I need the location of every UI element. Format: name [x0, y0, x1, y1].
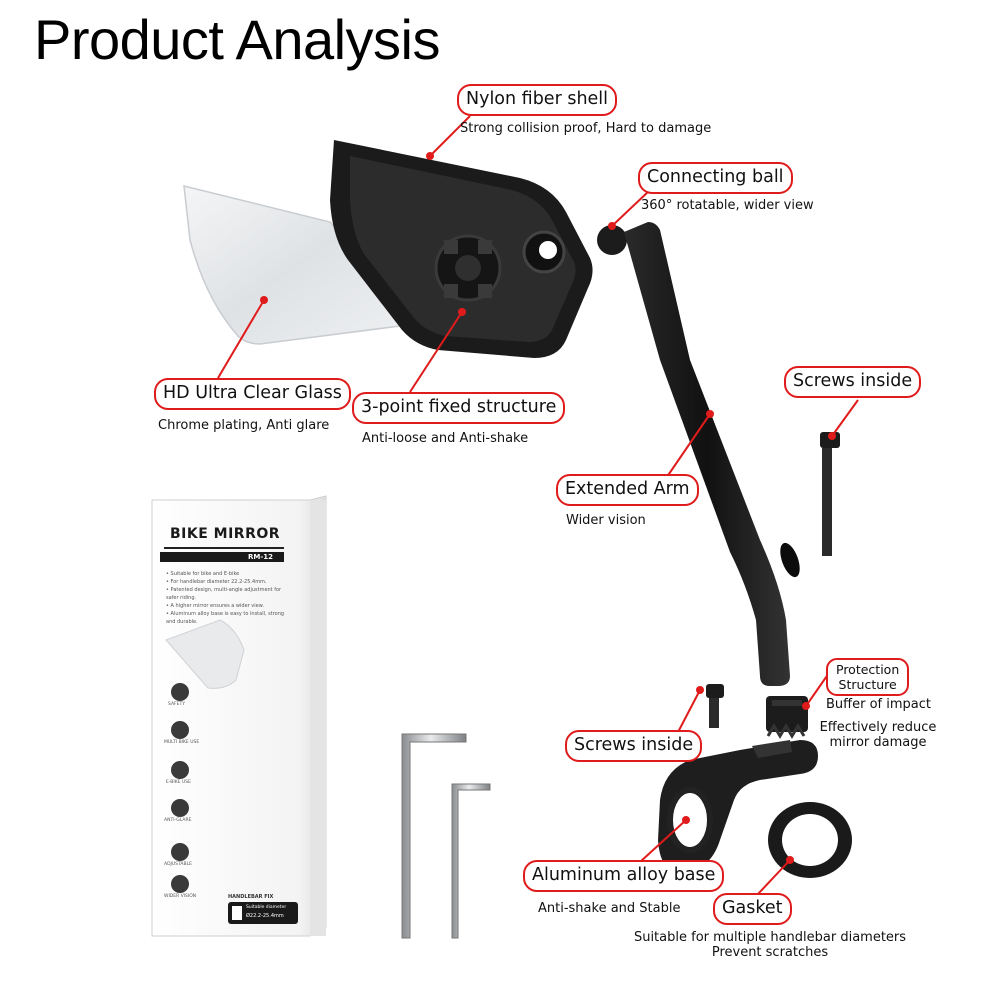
callout-protection-desc2: Effectively reduce [819, 720, 937, 735]
callout-nylon-shell: Nylon fiber shell [457, 84, 618, 116]
box-icon-label: MULTI BIKE USE [164, 740, 200, 745]
box-model: RM-12 [248, 553, 274, 561]
callout-screws-top: Screws inside [784, 366, 922, 398]
callout-three-point-desc: Anti-loose and Anti-shake [362, 431, 529, 446]
protection-cap [766, 696, 808, 732]
screw-top [820, 432, 840, 556]
box-brand: BIKE MIRROR [170, 526, 281, 542]
callout-glass-desc: Chrome plating, Anti glare [158, 418, 330, 433]
callout-protection-desc3: mirror damage [829, 735, 927, 750]
hex-keys [401, 733, 491, 939]
page-title: Product Analysis [34, 8, 440, 71]
callout-protection-line2: Structure [838, 677, 897, 692]
box-fix-title: HANDLEBAR FIX [228, 894, 274, 900]
callout-gasket-desc1: Suitable for multiple handlebar diameter… [633, 930, 907, 945]
box-fix-sub: Suitable diameter [246, 905, 287, 910]
callout-ball-desc: 360° rotatable, wider view [641, 198, 814, 213]
callout-screws-bottom: Screws inside [565, 730, 703, 762]
box-icon-label: WIDER VISION [164, 894, 197, 899]
callout-gasket: Gasket [713, 893, 792, 925]
mirror-shell [330, 140, 593, 358]
box-features: • Suitable for bike and E-bike • For han… [166, 571, 285, 625]
box-fix-range: Ø22.2-25.4mm [246, 913, 284, 919]
callout-dots [260, 152, 836, 864]
extended-arm [597, 222, 800, 686]
callout-base-desc: Anti-shake and Stable [538, 901, 681, 916]
callout-nylon-desc: Strong collision proof, Hard to damage [460, 121, 712, 136]
callout-protection-line1: Protection [836, 662, 900, 677]
retail-box [151, 495, 327, 937]
callout-three-point: 3-point fixed structure [352, 392, 566, 424]
box-icon-label: ADJUSTABLE [164, 862, 192, 867]
callout-arm-desc: Wider vision [566, 513, 646, 528]
box-icon-label: SAFETY [168, 702, 185, 707]
callout-protection: Protection Structure [826, 658, 910, 696]
callout-glass: HD Ultra Clear Glass [154, 378, 351, 410]
gasket [768, 802, 852, 878]
callout-extended-arm: Extended Arm [556, 474, 699, 506]
callout-aluminum-base: Aluminum alloy base [523, 860, 725, 892]
callout-protection-desc1: Buffer of impact [826, 697, 931, 712]
callout-gasket-desc2: Prevent scratches [711, 945, 829, 960]
box-icon-label: E-BIKE USE [166, 780, 191, 785]
box-icon-label: ANTI-GLARE [164, 818, 192, 823]
screw-bottom [706, 684, 724, 728]
callout-connecting-ball: Connecting ball [638, 162, 793, 194]
